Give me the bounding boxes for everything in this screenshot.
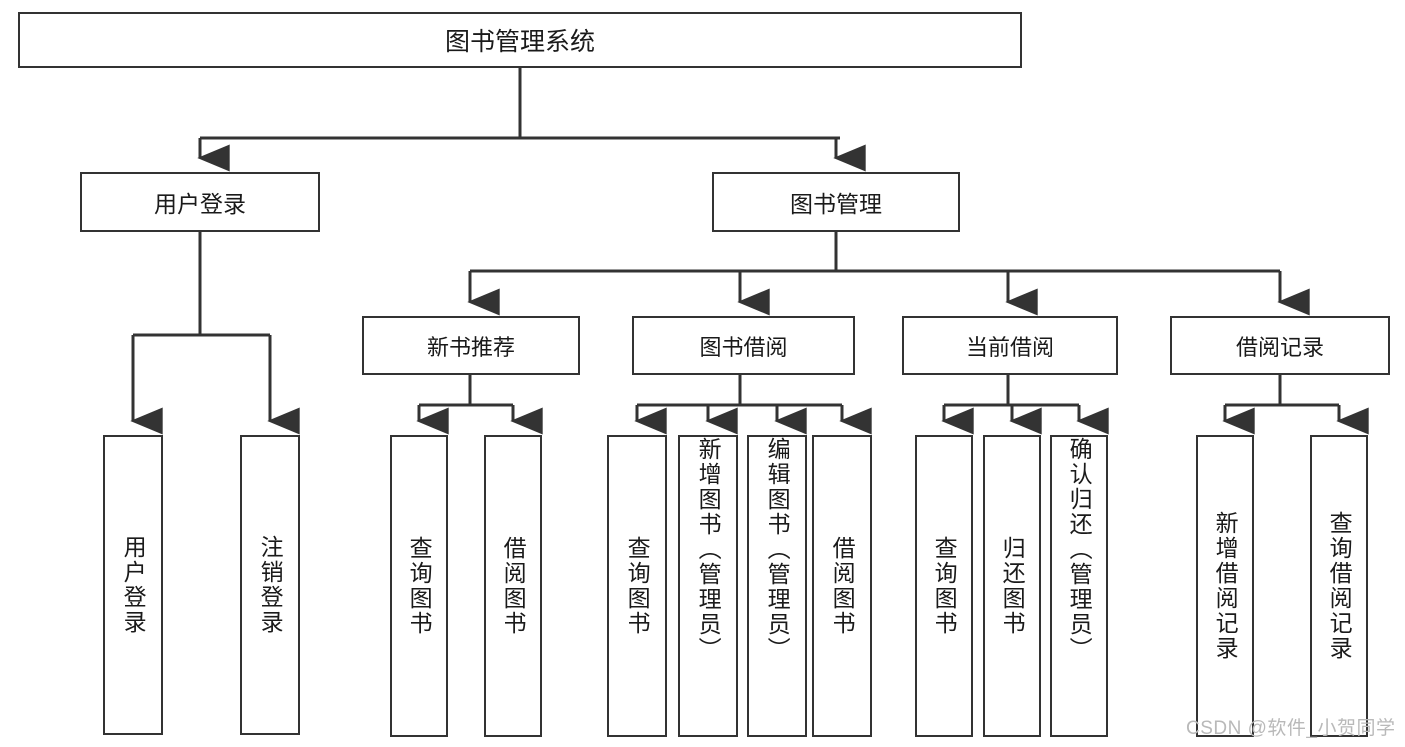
leaf-user-login[interactable]: 用户登录 — [103, 435, 163, 735]
leaf-query-book-borrow[interactable]: 查询图书 — [607, 435, 667, 737]
leaf-logout-label: 注销登录 — [257, 535, 284, 635]
leaf-query-borrow-record-label: 查询借阅记录 — [1326, 511, 1353, 661]
node-new-book-rec-label: 新书推荐 — [426, 334, 515, 360]
node-borrow-record-label: 借阅记录 — [1235, 334, 1324, 360]
leaf-query-book-rec[interactable]: 查询图书 — [390, 435, 448, 737]
node-user-login[interactable]: 用户登录 — [80, 172, 320, 232]
leaf-edit-book-admin-label: 编辑图书（管理员） — [764, 437, 791, 662]
leaf-add-book-admin-label: 新增图书（管理员） — [695, 437, 722, 662]
leaf-user-login-label: 用户登录 — [120, 535, 147, 635]
leaf-confirm-return-admin-label: 确认归还（管理员） — [1066, 437, 1093, 662]
leaf-query-book-cur[interactable]: 查询图书 — [915, 435, 973, 737]
leaf-add-borrow-record[interactable]: 新增借阅记录 — [1196, 435, 1254, 737]
node-book-borrow-label: 图书借阅 — [699, 334, 788, 360]
leaf-borrow-book-rec-label: 借阅图书 — [500, 536, 527, 636]
leaf-query-book-cur-label: 查询图书 — [931, 536, 958, 636]
leaf-add-book-admin[interactable]: 新增图书（管理员） — [678, 435, 738, 737]
node-book-manage-label: 图书管理 — [790, 191, 882, 217]
leaf-borrow-book[interactable]: 借阅图书 — [812, 435, 872, 737]
leaf-add-borrow-record-label: 新增借阅记录 — [1212, 511, 1239, 661]
node-borrow-record[interactable]: 借阅记录 — [1170, 316, 1390, 375]
leaf-borrow-book-rec[interactable]: 借阅图书 — [484, 435, 542, 737]
leaf-query-book-borrow-label: 查询图书 — [624, 536, 651, 636]
leaf-query-borrow-record[interactable]: 查询借阅记录 — [1310, 435, 1368, 737]
leaf-return-book-label: 归还图书 — [999, 536, 1026, 636]
leaf-borrow-book-label: 借阅图书 — [829, 536, 856, 636]
leaf-edit-book-admin[interactable]: 编辑图书（管理员） — [747, 435, 807, 737]
node-user-login-label: 用户登录 — [154, 191, 246, 217]
node-root[interactable]: 图书管理系统 — [18, 12, 1022, 68]
leaf-return-book[interactable]: 归还图书 — [983, 435, 1041, 737]
node-root-label: 图书管理系统 — [444, 28, 595, 56]
leaf-query-book-rec-label: 查询图书 — [406, 536, 433, 636]
leaf-logout[interactable]: 注销登录 — [240, 435, 300, 735]
node-book-manage[interactable]: 图书管理 — [712, 172, 960, 232]
node-current-borrow[interactable]: 当前借阅 — [902, 316, 1118, 375]
node-current-borrow-label: 当前借阅 — [965, 334, 1054, 360]
csdn-watermark: CSDN @软件_小贺同学 — [1186, 718, 1396, 739]
leaf-confirm-return-admin[interactable]: 确认归还（管理员） — [1050, 435, 1108, 737]
node-book-borrow[interactable]: 图书借阅 — [632, 316, 855, 375]
node-new-book-rec[interactable]: 新书推荐 — [362, 316, 580, 375]
